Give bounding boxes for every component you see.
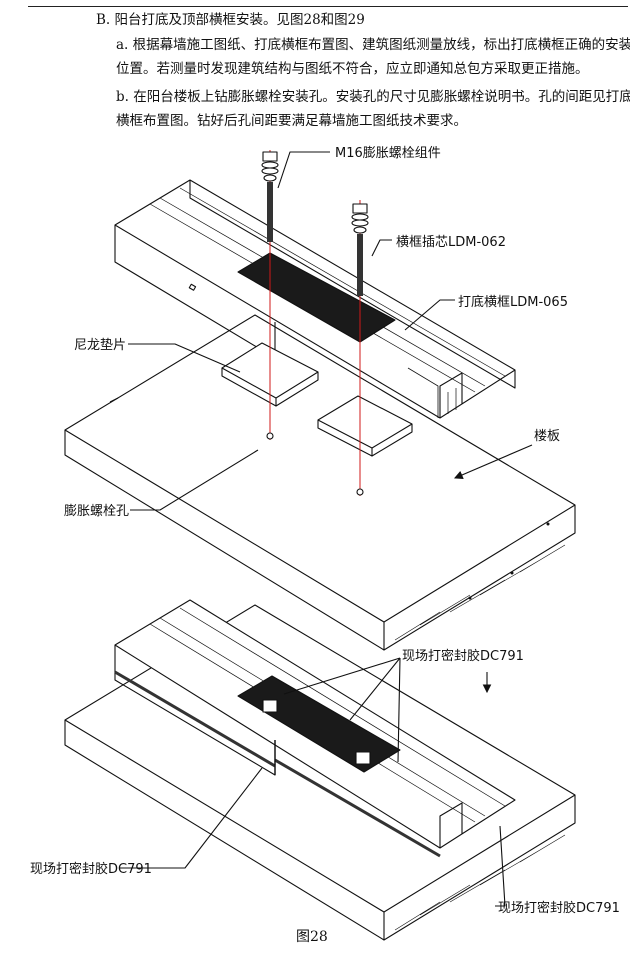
label-base-transom: 打底横框LDM-065 <box>458 295 568 310</box>
transom-insert-lower <box>237 675 401 773</box>
leader-sealant-left <box>120 767 263 869</box>
label-transom-insert: 横框插芯LDM-062 <box>396 235 506 250</box>
item-a-line-1: a. 根据幕墙施工图纸、打底横框布置图、建筑图纸测量放线，标出打底横框正确的安装 <box>116 37 630 53</box>
label-sealant-left: 现场打密封胶DC791 <box>30 862 152 877</box>
leader-floor-slab <box>453 444 533 480</box>
top-rule <box>28 6 628 7</box>
label-sealant-top: 现场打密封胶DC791 <box>402 649 524 664</box>
item-b-line-2: 横框布置图。钻好后孔间距要满足幕墙施工图纸技术要求。 <box>116 113 467 129</box>
leader-nylon-shim <box>128 343 241 373</box>
label-bolt-hole: 膨胀螺栓孔 <box>64 504 130 519</box>
item-b-line-1: b. 在阳台楼板上钻膨胀螺栓安装孔。安装孔的尺寸见膨胀螺栓说明书。孔的间距见打底 <box>116 89 630 105</box>
label-nylon-shim: 尼龙垫片 <box>74 338 127 353</box>
leader-bolt-hole <box>130 449 259 511</box>
figure-caption: 图28 <box>296 929 328 945</box>
upper-assembly-view <box>64 150 576 651</box>
bolt-heads-lower <box>262 699 371 765</box>
transom-insert-upper <box>237 252 396 343</box>
label-sealant-right: 现场打密封胶DC791 <box>498 901 620 916</box>
label-floor-slab: 楼板 <box>534 429 561 444</box>
floor-slab-upper <box>64 314 576 651</box>
label-bolt-assembly: M16膨胀螺栓组件 <box>335 146 441 161</box>
bolt-assemblies-upper <box>261 150 369 496</box>
leader-transom-insert <box>371 239 392 257</box>
leader-base-transom <box>404 299 455 331</box>
leader-bolt-assembly <box>277 151 330 189</box>
item-a-line-2: 位置。若测量时发现建筑结构与图纸不符合，应立即通知总包方采取更正措施。 <box>116 61 589 77</box>
leader-sealant-right <box>495 825 506 907</box>
section-heading: B. 阳台打底及顶部横框安装。见图28和图29 <box>96 12 365 28</box>
leader-sealant-top <box>283 657 401 763</box>
lower-assembly-view <box>64 599 576 941</box>
